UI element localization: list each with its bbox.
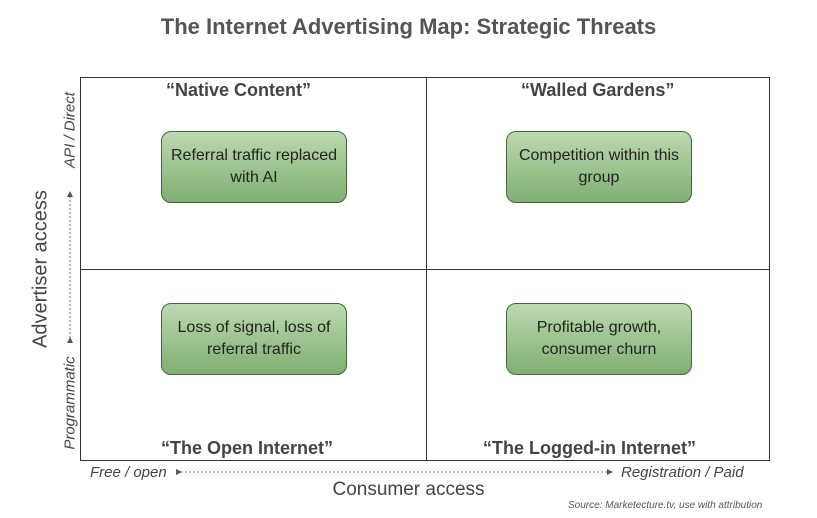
source-note: Source: Marketecture.tv, use with attrib… bbox=[568, 500, 763, 511]
quadrant-grid: “Native Content” “Walled Gardens” “The O… bbox=[80, 77, 770, 461]
quadrant-label-walled-gardens: “Walled Gardens” bbox=[521, 80, 675, 100]
quadrant-label-open-internet: “The Open Internet” bbox=[161, 438, 334, 458]
diagram-title: The Internet Advertising Map: Strategic … bbox=[160, 14, 657, 39]
x-axis-title: Consumer access bbox=[332, 479, 485, 500]
quadrant-label-logged-in-internet: “The Logged-in Internet” bbox=[483, 438, 696, 458]
y-axis-bottom-label: Programmatic bbox=[61, 356, 79, 450]
horizontal-divider bbox=[81, 269, 769, 270]
threat-box-logged-in-internet: Profitable growth, consumer churn bbox=[506, 303, 692, 375]
threat-box-walled-gardens: Competition within this group bbox=[506, 131, 692, 203]
x-axis-left-label: Free / open bbox=[90, 464, 167, 481]
threat-box-native-content: Referral traffic replaced with AI bbox=[161, 131, 347, 203]
x-axis-right-label: Registration / Paid bbox=[621, 464, 744, 481]
y-axis-title: Advertiser access bbox=[29, 190, 52, 348]
quadrant-label-native-content: “Native Content” bbox=[166, 80, 312, 100]
y-axis-top-label: API / Direct bbox=[61, 92, 79, 168]
threat-box-open-internet: Loss of signal, loss of referral traffic bbox=[161, 303, 347, 375]
